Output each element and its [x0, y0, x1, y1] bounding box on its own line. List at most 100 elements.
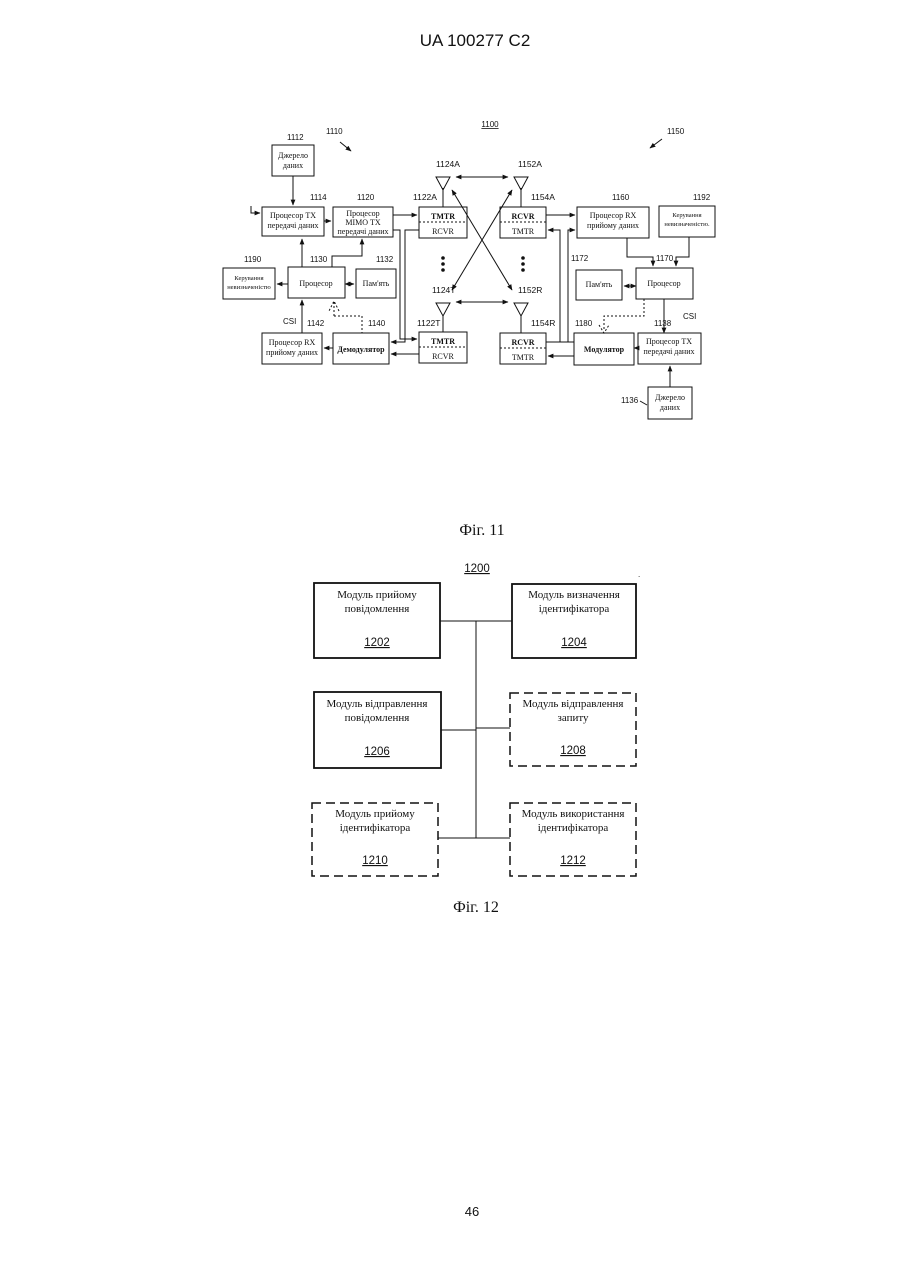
svg-text:Пам'ять: Пам'ять: [363, 279, 390, 288]
svg-text:Модуль визначення: Модуль визначення: [528, 589, 620, 601]
figure-12-caption: Фіг. 12: [453, 899, 499, 916]
svg-text:1140: 1140: [368, 319, 386, 328]
svg-text:1170: 1170: [656, 254, 674, 263]
svg-text:1122T: 1122T: [417, 318, 440, 328]
rx-data-processor-right: Процесор RX прийому даних 1160: [577, 193, 649, 238]
svg-text:МІМО TX: МІМО TX: [345, 218, 381, 227]
uncertainty-control-left: Керування невизначеністю 1190: [223, 255, 275, 299]
svg-text:TMTR: TMTR: [512, 227, 535, 236]
svg-text:повідомлення: повідомлення: [345, 603, 410, 615]
svg-text:1142: 1142: [307, 319, 325, 328]
svg-text:1172: 1172: [571, 254, 589, 263]
svg-text:Модулятор: Модулятор: [584, 345, 625, 354]
svg-text:1122A: 1122A: [413, 192, 437, 202]
antenna-label-1124t: 1124T: [432, 285, 455, 295]
figure-12: 1200 . Модуль прийому повідомлення 1202 …: [312, 563, 640, 916]
figure-11-caption: Фіг. 11: [459, 522, 504, 539]
svg-text:Модуль відправлення: Модуль відправлення: [523, 698, 624, 710]
svg-text:невизначеністю.: невизначеністю.: [664, 221, 710, 228]
module-1202: Модуль прийому повідомлення 1202: [314, 583, 440, 658]
mimo-tx-processor: Процесор МІМО TX передачі даних 1120: [333, 193, 393, 237]
memory-right: Пам'ять 1172: [571, 254, 622, 300]
svg-text:передачі даних: передачі даних: [643, 347, 694, 356]
patent-header: UA 100277 C2: [420, 31, 531, 50]
processor-right: Процесор 1170: [636, 254, 693, 299]
svg-text:TMTR: TMTR: [512, 353, 535, 362]
svg-text:Керування: Керування: [234, 275, 263, 282]
antenna-label-1124a: 1124A: [436, 159, 460, 169]
svg-text:прийому даних: прийому даних: [266, 348, 318, 357]
svg-text:Процесор: Процесор: [647, 279, 680, 288]
svg-text:Модуль прийому: Модуль прийому: [337, 589, 417, 601]
svg-text:1160: 1160: [612, 193, 630, 202]
transceiver-1122t: TMTR RCVR 1122T: [417, 318, 467, 363]
svg-text:Модуль відправлення: Модуль відправлення: [327, 698, 428, 710]
svg-text:1136: 1136: [621, 396, 639, 405]
svg-text:Джерело: Джерело: [278, 151, 308, 160]
svg-text:1212: 1212: [560, 855, 586, 867]
svg-text:Процесор: Процесор: [299, 279, 332, 288]
svg-text:1114: 1114: [310, 193, 327, 202]
svg-text:TMTR: TMTR: [431, 337, 455, 346]
svg-text:Модуль прийому: Модуль прийому: [335, 808, 415, 820]
svg-text:даних: даних: [660, 403, 680, 412]
svg-text:прийому даних: прийому даних: [587, 221, 639, 230]
svg-text:1132: 1132: [376, 255, 394, 264]
module-1206: Модуль відправлення повідомлення 1206: [314, 692, 441, 768]
figure-11: 1100 1110 1150 Джерело даних 1112 Процес…: [223, 120, 715, 539]
system-ref-1100: 1100: [481, 120, 499, 129]
svg-text:Керування: Керування: [672, 212, 701, 219]
svg-text:Пам'ять: Пам'ять: [586, 280, 613, 289]
module-1210: Модуль прийому ідентифікатора 1210: [312, 803, 438, 876]
svg-text:повідомлення: повідомлення: [345, 712, 410, 724]
svg-text:1192: 1192: [693, 193, 711, 202]
svg-text:1138: 1138: [654, 319, 672, 328]
svg-text:1202: 1202: [364, 637, 390, 649]
svg-text:невизначеністю: невизначеністю: [227, 284, 271, 291]
transceiver-1154r: RCVR TMTR 1154R: [500, 318, 555, 364]
svg-text:даних: даних: [283, 161, 303, 170]
svg-text:1130: 1130: [310, 255, 328, 264]
figure-12-ref: 1200: [464, 563, 490, 575]
svg-text:Процесор RX: Процесор RX: [590, 211, 637, 220]
svg-text:передачі даних: передачі даних: [337, 227, 388, 236]
svg-text:Модуль використання: Модуль використання: [522, 808, 625, 820]
svg-text:Процесор TX: Процесор TX: [270, 211, 316, 220]
module-1208: Модуль відправлення запиту 1208: [510, 693, 636, 766]
svg-text:Процесор: Процесор: [346, 209, 379, 218]
rx-system-ref: 1150: [667, 127, 685, 136]
transceiver-1122a: TMTR RCVR 1122A: [413, 192, 467, 238]
svg-text:1154R: 1154R: [531, 318, 555, 328]
svg-text:Демодулятор: Демодулятор: [337, 345, 385, 354]
svg-text:RCVR: RCVR: [432, 352, 454, 361]
module-1212: Модуль використання ідентифікатора 1212: [510, 803, 636, 876]
svg-text:TMTR: TMTR: [431, 212, 455, 221]
tx-system-ref: 1110: [326, 127, 343, 136]
memory-left: Пам'ять 1132: [356, 255, 396, 298]
uncertainty-control-right: Керування невизначеністю. 1192: [659, 193, 715, 237]
svg-text:запиту: запиту: [557, 712, 589, 724]
svg-text:RCVR: RCVR: [511, 338, 534, 347]
svg-text:ідентифікатора: ідентифікатора: [539, 603, 610, 615]
svg-text:Джерело: Джерело: [655, 393, 685, 402]
csi-label-left: CSI: [283, 317, 296, 326]
data-source-right: Джерело даних 1136: [621, 387, 692, 419]
svg-text:1190: 1190: [244, 255, 262, 264]
antenna-label-1152r: 1152R: [518, 285, 542, 295]
svg-text:ідентифікатора: ідентифікатора: [340, 822, 411, 834]
page-number: 46: [465, 1204, 479, 1219]
svg-text:RCVR: RCVR: [511, 212, 534, 221]
svg-text:RCVR: RCVR: [432, 227, 454, 236]
svg-text:1180: 1180: [575, 319, 593, 328]
svg-text:1204: 1204: [561, 637, 587, 649]
csi-label-right: CSI: [683, 312, 696, 321]
svg-text:Процесор RX: Процесор RX: [269, 338, 316, 347]
svg-text:1120: 1120: [357, 193, 375, 202]
svg-text:1206: 1206: [364, 746, 390, 758]
antenna-label-1152a: 1152A: [518, 159, 542, 169]
demodulator: Демодулятор 1140: [333, 319, 389, 364]
modulator: Модулятор 1180: [574, 319, 634, 365]
svg-text:.: .: [638, 570, 640, 579]
